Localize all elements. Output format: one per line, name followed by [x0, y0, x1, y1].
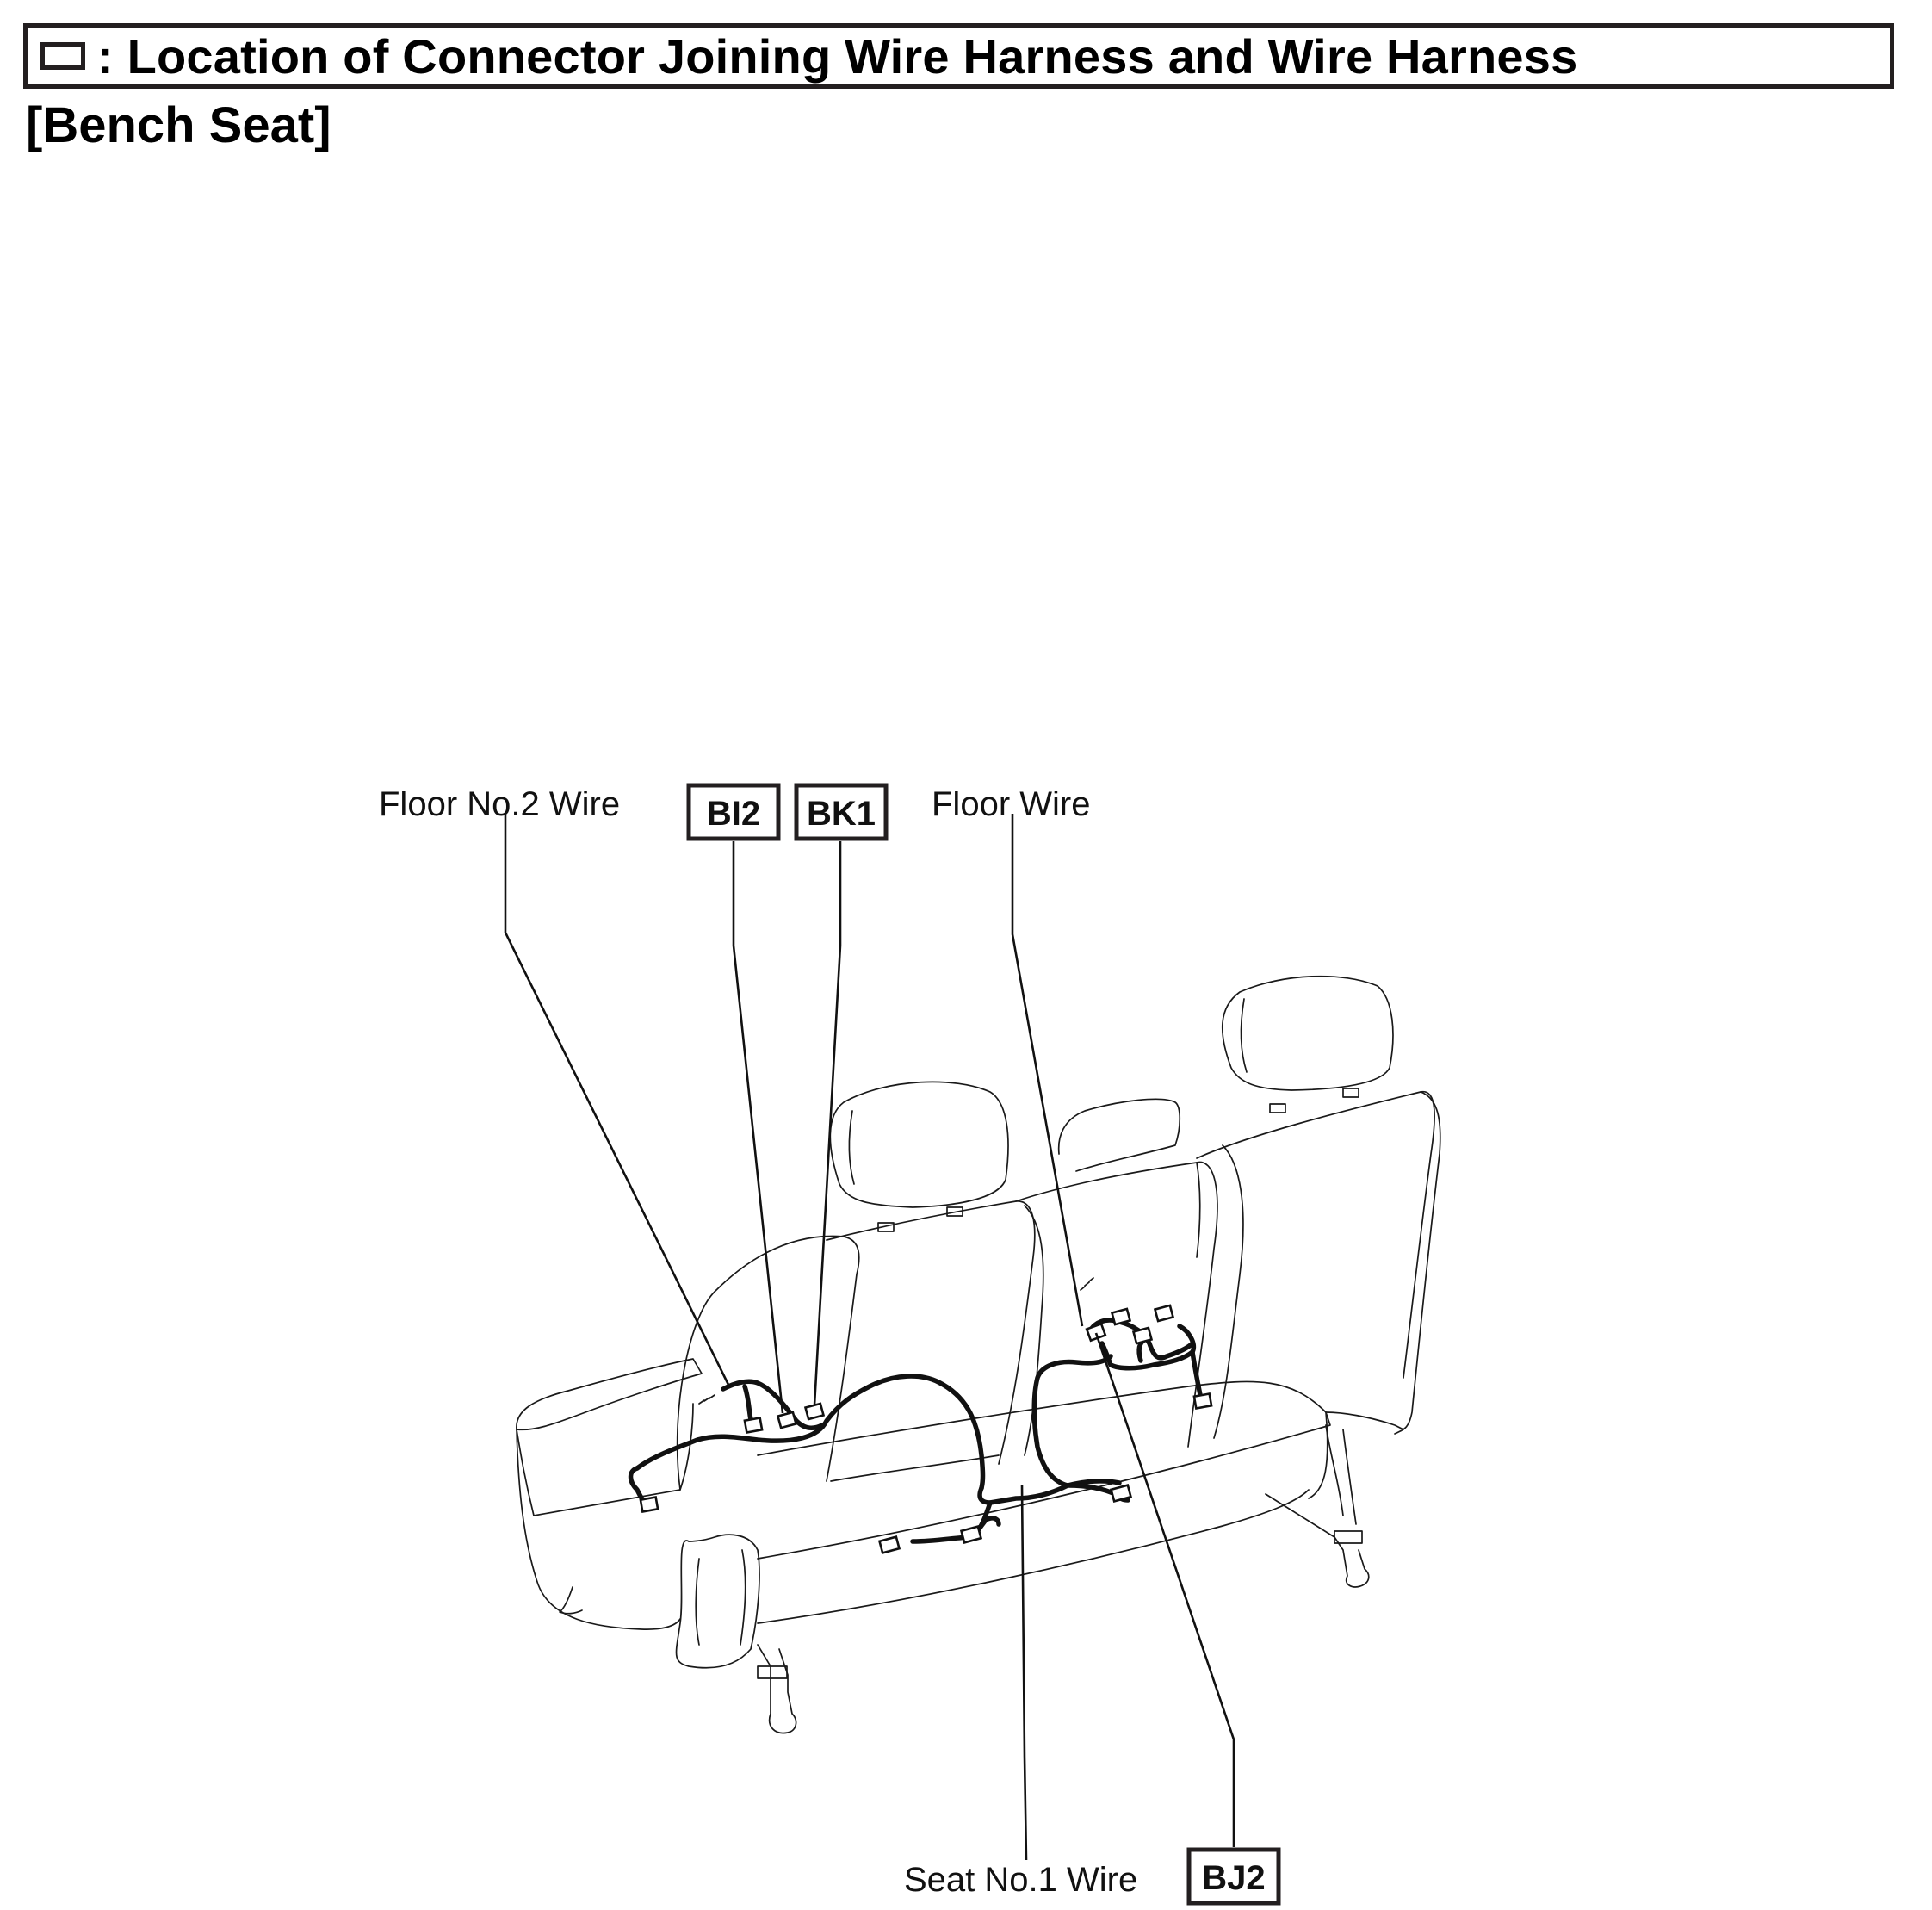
connector-code-box-bi2 — [686, 783, 781, 841]
connector-right-top-b — [1153, 1304, 1175, 1323]
rear-leg — [1325, 1424, 1357, 1525]
harness-right-mid — [1099, 1324, 1196, 1371]
right-backrest — [1196, 1091, 1435, 1379]
harness-branch-up — [742, 1384, 753, 1422]
connector-code-box-bj2 — [1186, 1847, 1281, 1906]
right-backrest-bottom — [1325, 1411, 1404, 1430]
harness-main-left — [635, 1374, 986, 1491]
header-title: : Location of Connector Joining Wire Har… — [97, 28, 1578, 84]
leader-bj2 — [1094, 1332, 1235, 1847]
label-seat-no1-wire: Seat No.1 Wire — [904, 1861, 1137, 1899]
center-headrest — [1057, 1098, 1181, 1172]
connector-right-top-a — [1110, 1307, 1132, 1326]
right-headrest — [1221, 975, 1394, 1091]
left-headrest-post-2 — [946, 1206, 963, 1217]
right-headrest-post-2 — [1342, 1088, 1359, 1098]
label-floor-wire: Floor Wire — [932, 785, 1090, 823]
connector-legend-icon — [40, 42, 85, 70]
center-backrest-edge — [1187, 1161, 1218, 1448]
connector-code-bk1: BK1 — [807, 795, 876, 833]
right-headrest-post-1 — [1269, 1103, 1286, 1113]
seat-cushion-body — [757, 1380, 1331, 1560]
connector-bj2-block — [1085, 1322, 1107, 1343]
harness-branch-upper — [721, 1379, 825, 1431]
connector-center-right — [1109, 1484, 1133, 1503]
left-backrest — [676, 1235, 860, 1491]
connector-bi2-block — [776, 1411, 798, 1429]
label-floor-no2-wire: Floor No.2 Wire — [379, 785, 620, 823]
seat-cushion-top — [516, 1403, 694, 1516]
legend-header-box: : Location of Connector Joining Wire Har… — [23, 23, 1894, 89]
connector-code-bj2: BJ2 — [1202, 1859, 1265, 1897]
connector-bottom-mid — [959, 1525, 983, 1544]
connector-code-box-bk1 — [794, 783, 889, 841]
armrest — [675, 1534, 760, 1669]
leader-bk1 — [813, 841, 842, 1406]
left-headrest-post-1 — [877, 1222, 895, 1232]
leader-floor-no2-wire — [504, 814, 732, 1389]
rear-rail — [1265, 1493, 1370, 1588]
harness-right-upper — [1087, 1318, 1195, 1361]
leader-seat-no1-wire — [1020, 1485, 1028, 1861]
leader-bi2 — [732, 841, 784, 1414]
connector-bk1-block — [803, 1402, 826, 1421]
connector-floor-no2-block — [743, 1417, 764, 1434]
right-backrest-side — [1394, 1091, 1441, 1435]
harness-center-loop — [1031, 1354, 1113, 1488]
left-backrest-side — [830, 1454, 1000, 1482]
harness-end-mark-left — [698, 1394, 715, 1405]
center-backrest — [1015, 1162, 1201, 1456]
bench-seat-outline — [516, 975, 1441, 1734]
connector-left-end — [639, 1496, 659, 1513]
seat-cushion — [516, 1358, 703, 1431]
right-headrest-inner — [1240, 998, 1248, 1073]
left-backrest-edge — [826, 1200, 1036, 1465]
harness-end-mark-right — [1080, 1277, 1094, 1291]
seat-cushion-side — [1308, 1411, 1328, 1499]
leader-floor-wire — [1011, 814, 1084, 1327]
front-rail-foot — [757, 1665, 788, 1679]
seat-cushion-bottom — [757, 1489, 1310, 1624]
rear-rail-foot — [1334, 1530, 1363, 1544]
armrest-inner — [695, 1549, 746, 1646]
section-title: [Bench Seat] — [26, 97, 331, 153]
left-headrest — [829, 1081, 1009, 1208]
front-rail — [757, 1644, 797, 1734]
wire-harness — [628, 1277, 1213, 1554]
connector-code-bi2: BI2 — [707, 795, 760, 833]
left-front-leg — [559, 1586, 583, 1615]
left-headrest-inner — [848, 1110, 855, 1185]
connector-right-drop — [1192, 1392, 1213, 1410]
right-backrest-inner — [1213, 1144, 1244, 1439]
seat-cushion-front — [516, 1429, 681, 1630]
harness-cross-under — [977, 1479, 1122, 1505]
harness-down-lower — [970, 1516, 1001, 1540]
connector-floor-block — [1131, 1326, 1154, 1345]
connector-bottom-left — [877, 1535, 901, 1554]
leader-lines — [504, 814, 1235, 1861]
